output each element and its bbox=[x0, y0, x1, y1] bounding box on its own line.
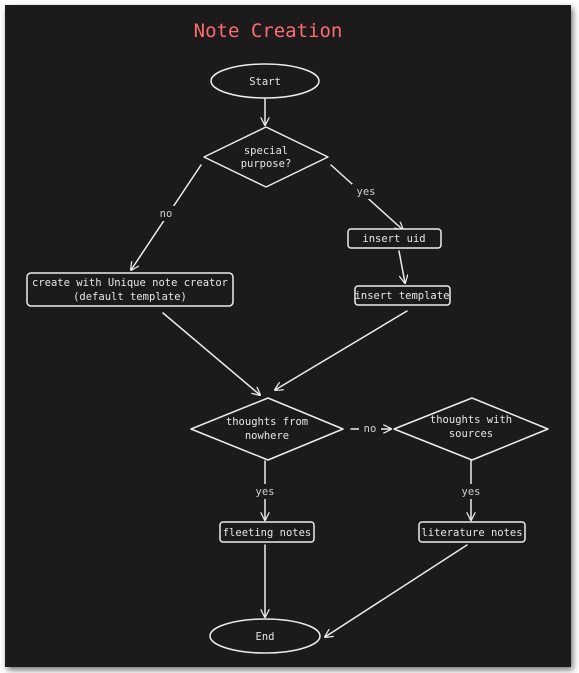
thoughts-sources-label-line1: thoughts with bbox=[430, 414, 512, 426]
edge-create-to-thoughts bbox=[162, 312, 260, 395]
insert-template-label: insert template bbox=[355, 290, 450, 302]
thoughts-from-nowhere-decision: thoughts from nowhere bbox=[190, 397, 344, 461]
insert-uid-label: insert uid bbox=[362, 233, 425, 245]
special-purpose-decision: special purpose? bbox=[203, 126, 329, 188]
thoughts-sources-label-line2: sources bbox=[449, 428, 493, 440]
edge-label-yes: yes bbox=[357, 186, 376, 198]
create-unique-label-line2: (default template) bbox=[73, 291, 187, 303]
create-unique-note-node: create with Unique note creator (default… bbox=[26, 272, 234, 307]
literature-notes-node: literature notes bbox=[418, 521, 526, 543]
literature-notes-label: literature notes bbox=[421, 527, 522, 539]
diagram-frame: Note Creation no yes no yes yes Start sp… bbox=[5, 5, 571, 667]
edge-label-no: no bbox=[160, 208, 173, 220]
edge-label-no: no bbox=[364, 423, 377, 435]
end-node: End bbox=[209, 618, 321, 654]
edge-literature-to-end bbox=[325, 544, 468, 637]
edge-template-to-thoughts bbox=[275, 310, 408, 390]
special-purpose-label-line1: special bbox=[244, 145, 288, 157]
end-label: End bbox=[256, 631, 275, 643]
fleeting-notes-node: fleeting notes bbox=[219, 521, 315, 543]
fleeting-notes-label: fleeting notes bbox=[223, 527, 312, 539]
edge-label-yes: yes bbox=[256, 486, 275, 498]
insert-uid-node: insert uid bbox=[347, 228, 442, 249]
start-label: Start bbox=[249, 76, 281, 88]
thoughts-nowhere-label-line2: nowhere bbox=[245, 430, 289, 442]
special-purpose-label-line2: purpose? bbox=[241, 158, 292, 170]
flowchart-canvas: Note Creation no yes no yes yes Start sp… bbox=[26, 20, 549, 654]
thoughts-with-sources-decision: thoughts with sources bbox=[393, 397, 549, 461]
create-unique-label-line1: create with Unique note creator bbox=[32, 277, 228, 289]
insert-template-node: insert template bbox=[354, 285, 451, 306]
start-node: Start bbox=[210, 63, 320, 99]
edge-uid-to-template bbox=[398, 250, 405, 283]
thoughts-nowhere-label-line1: thoughts from bbox=[226, 416, 308, 428]
diagram-title: Note Creation bbox=[194, 20, 343, 42]
edge-label-yes: yes bbox=[462, 486, 481, 498]
